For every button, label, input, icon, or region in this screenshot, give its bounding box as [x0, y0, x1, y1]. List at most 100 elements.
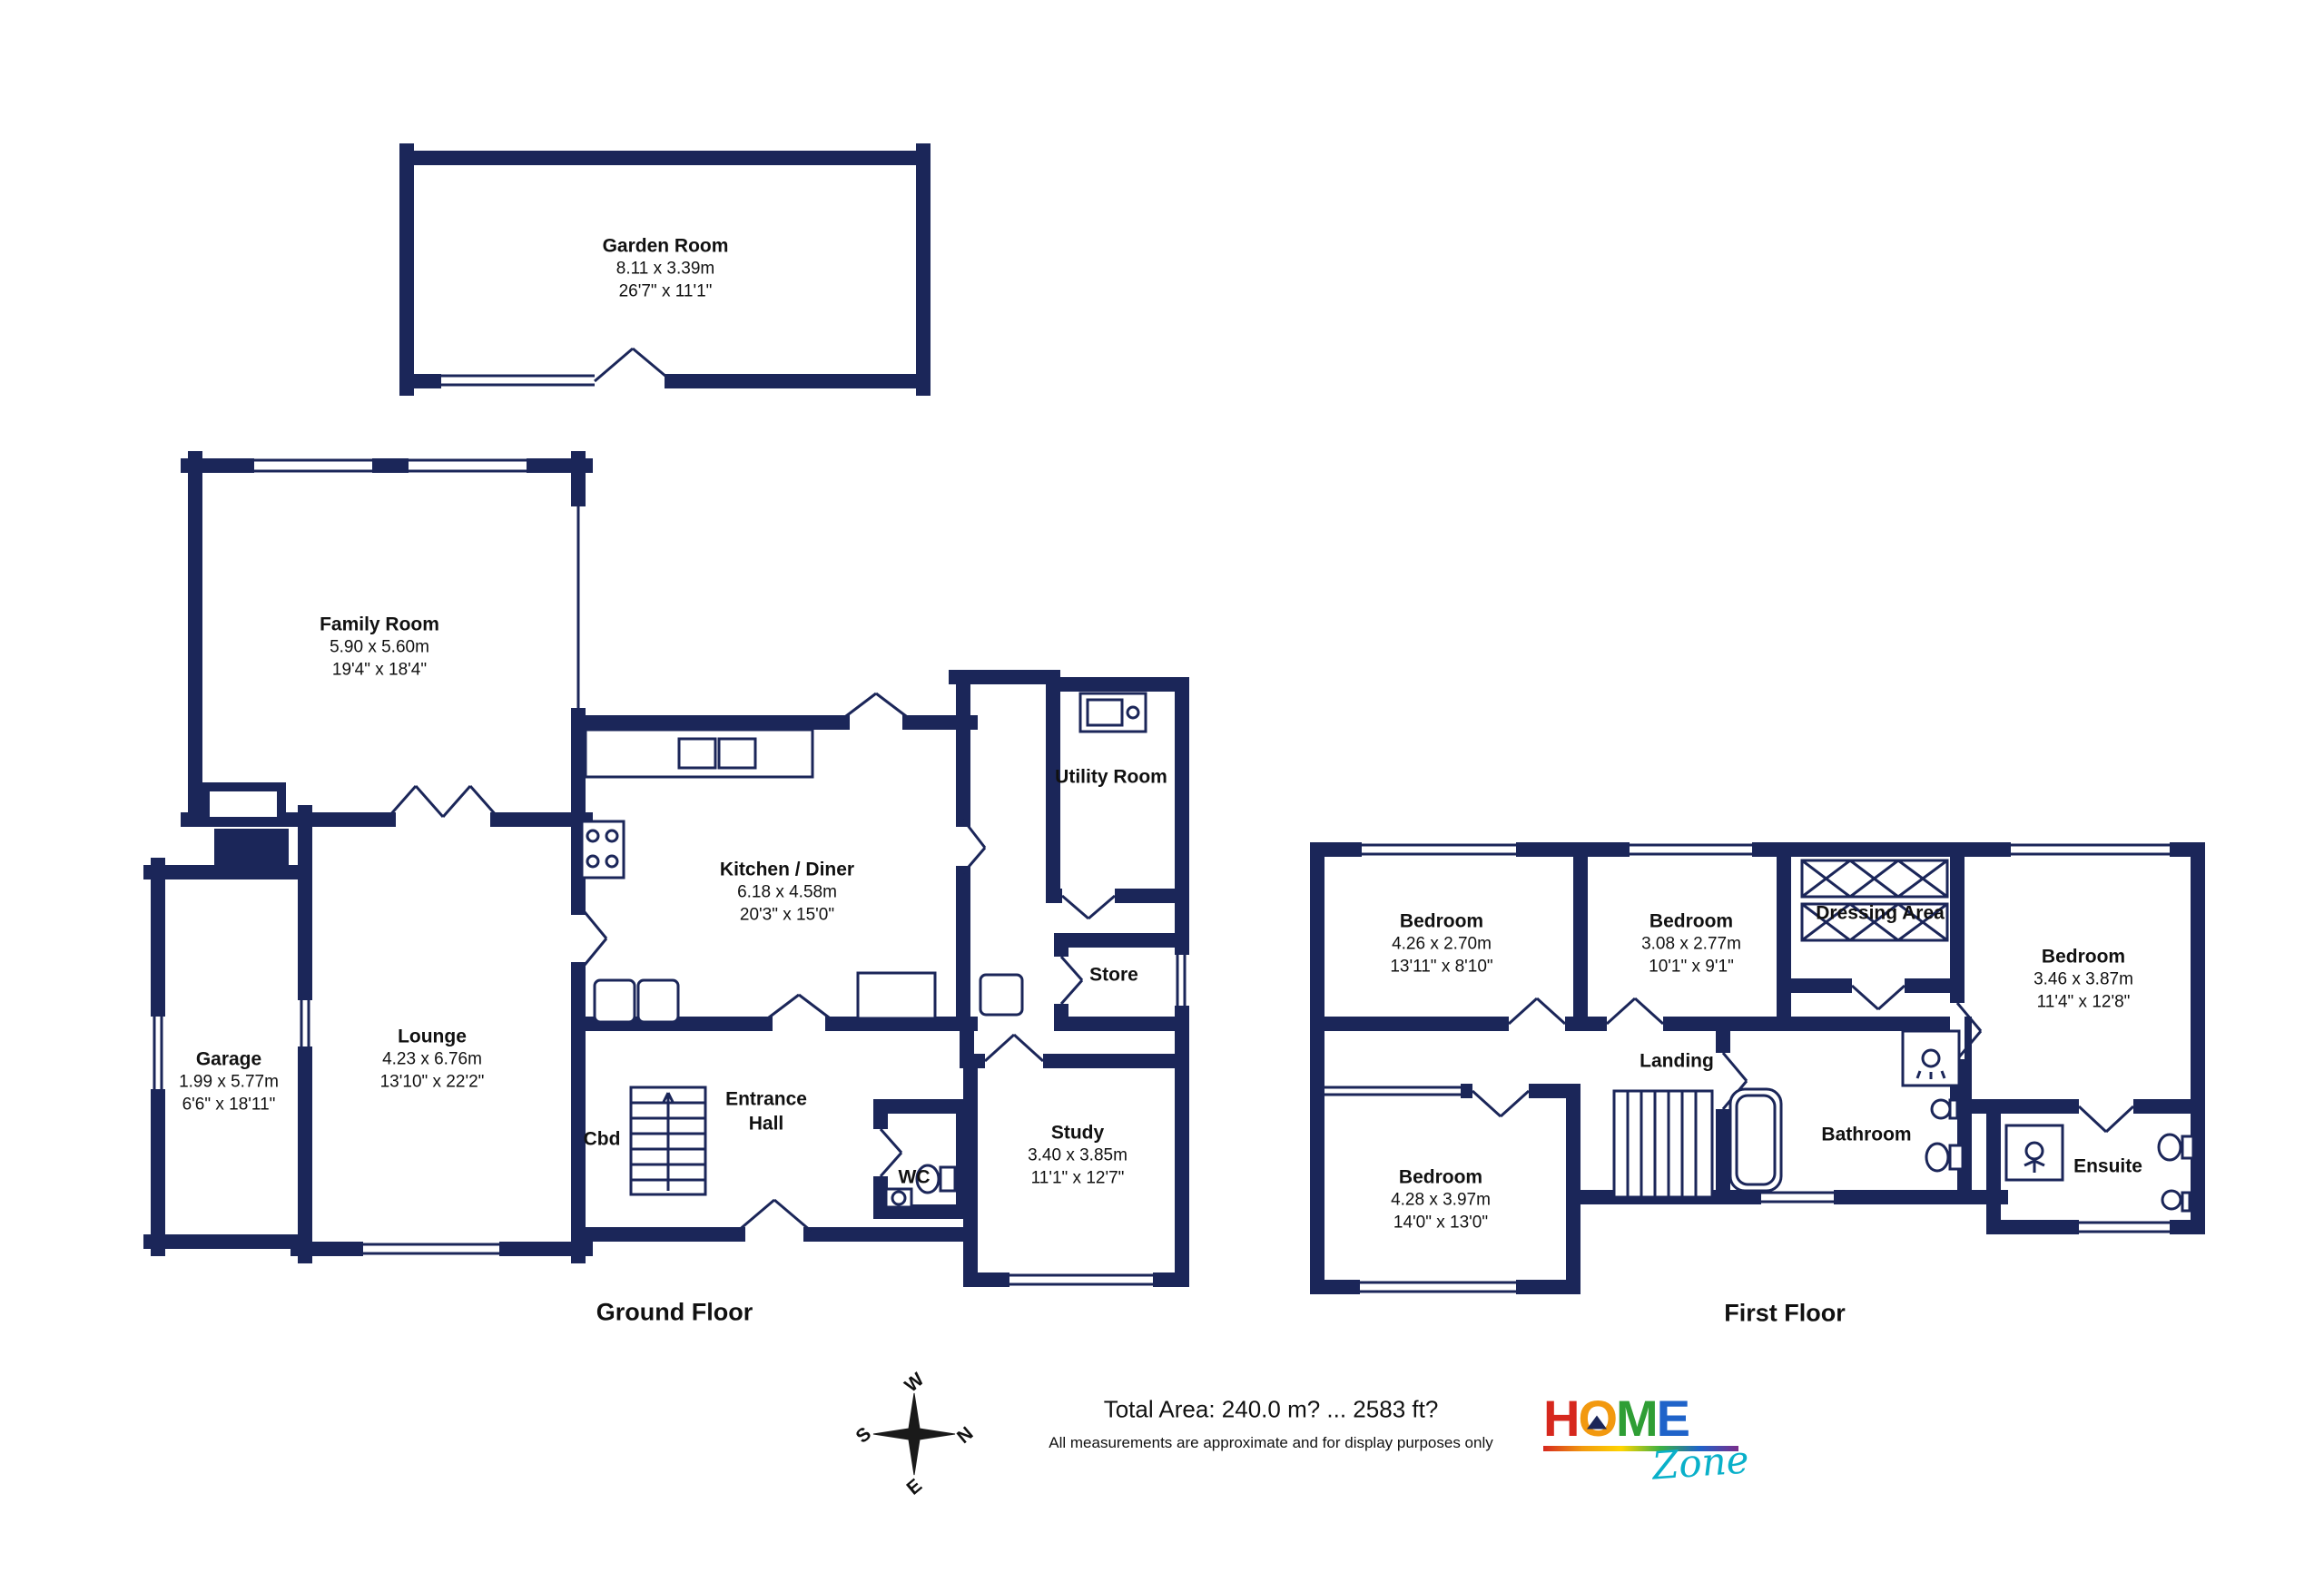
room-dim-imperial: 11'4" x 12'8": [2036, 992, 2131, 1012]
kitchen-sink-icon: [677, 737, 757, 770]
room-name: Garage: [195, 1048, 262, 1070]
room-name: WC: [898, 1166, 931, 1188]
logo-zone-word: Zone: [1650, 1437, 1750, 1489]
room-dim-metric: 5.90 x 5.60m: [330, 637, 429, 657]
room-name: Bedroom: [2041, 946, 2126, 968]
logo-letter-h: H: [1543, 1390, 1580, 1447]
bathroom-basin-icon: [1930, 1098, 1959, 1120]
room-dim-imperial: 20'3" x 15'0": [739, 905, 835, 925]
chimney-block: [214, 829, 289, 872]
upper-stairs-icon: [1612, 1089, 1714, 1199]
compass-n: N: [953, 1423, 977, 1448]
logo-letter-e: E: [1656, 1390, 1690, 1447]
logo-letter-o: O: [1578, 1393, 1618, 1444]
room-label-lounge: Lounge 4.23 x 6.76m 13'10" x 22'2": [380, 1025, 485, 1095]
room-name: Cbd: [583, 1128, 621, 1150]
room-dim-metric: 3.40 x 3.85m: [1028, 1145, 1128, 1165]
room-dim-metric: 1.99 x 5.77m: [179, 1072, 279, 1092]
room-label-study: Study 3.40 x 3.85m 11'1" x 12'7": [1028, 1121, 1128, 1191]
compass-e: E: [903, 1475, 927, 1499]
ground-floor-door-icons: [387, 692, 1116, 1233]
room-name: Bedroom: [1649, 910, 1734, 932]
sofa-icon: [593, 973, 1024, 1024]
disclaimer-text: All measurements are approximate and for…: [1049, 1434, 1493, 1451]
stairs-icon: [629, 1086, 707, 1196]
room-dim-imperial: 19'4" x 18'4": [331, 660, 428, 680]
compass-s: S: [852, 1423, 876, 1448]
room-label-ensuite: Ensuite: [2073, 1154, 2142, 1178]
room-name: Study: [1050, 1122, 1105, 1144]
room-dim-metric: 4.26 x 2.70m: [1392, 934, 1492, 954]
garden-room-window-icon: [434, 374, 595, 387]
dining-table-icon: [856, 971, 937, 1020]
compass-w: W: [901, 1369, 928, 1396]
room-label-utility-room: Utility Room: [1055, 764, 1167, 789]
room-name: Utility Room: [1055, 766, 1167, 788]
room-name: Ensuite: [2073, 1155, 2142, 1177]
room-label-cbd: Cbd: [584, 1126, 621, 1151]
bathroom-shower-icon: [1901, 1029, 1961, 1087]
room-dim-imperial: 26'7" x 11'1": [618, 281, 713, 301]
room-label-garage: Garage 1.99 x 5.77m 6'6" x 18'11": [179, 1047, 279, 1117]
room-dim-imperial: 14'0" x 13'0": [1393, 1213, 1489, 1233]
logo-rainbow-bar: [1543, 1446, 1738, 1451]
room-label-family-room: Family Room 5.90 x 5.60m 19'4" x 18'4": [320, 613, 439, 683]
ensuite-basin-icon: [2161, 1189, 2191, 1213]
room-dim-metric: 8.11 x 3.39m: [615, 259, 715, 279]
wc-basin-icon: [884, 1187, 913, 1209]
room-name: Family Room: [320, 614, 439, 635]
room-label-garden-room: Garden Room 8.11 x 3.39m 26'7" x 11'1": [603, 234, 729, 304]
first-floor-door-icons: [1471, 984, 2135, 1134]
bath-icon: [1728, 1087, 1783, 1193]
room-dim-metric: 3.08 x 2.77m: [1641, 934, 1741, 954]
room-name: Lounge: [398, 1026, 467, 1047]
room-name: Entrance Hall: [725, 1088, 807, 1135]
room-name: Kitchen / Diner: [719, 859, 855, 880]
room-label-store: Store: [1089, 962, 1138, 987]
room-label-landing: Landing: [1640, 1048, 1714, 1073]
room-dim-metric: 4.28 x 3.97m: [1391, 1190, 1491, 1210]
room-label-wc: WC: [899, 1164, 931, 1189]
wc-toilet-icon: [915, 1164, 957, 1194]
room-name: Bedroom: [1399, 910, 1484, 932]
room-name: Garden Room: [602, 235, 729, 257]
fireplace-icon: [201, 782, 286, 826]
room-dim-metric: 6.18 x 4.58m: [737, 882, 837, 902]
room-label-dressing-area: Dressing Area: [1816, 900, 1945, 925]
room-name: Dressing Area: [1816, 902, 1945, 924]
room-dim-imperial: 13'11" x 8'10": [1390, 957, 1493, 977]
first-floor-window-icons: [1324, 843, 2170, 1293]
room-label-kitchen-diner: Kitchen / Diner 6.18 x 4.58m 20'3" x 15'…: [720, 858, 854, 928]
garden-room-walls: [399, 143, 931, 396]
room-dim-imperial: 11'1" x 12'7": [1030, 1168, 1125, 1188]
room-label-bedroom-1: Bedroom 4.26 x 2.70m 13'11" x 8'10": [1390, 909, 1492, 979]
room-label-bedroom-4: Bedroom 4.28 x 3.97m 14'0" x 13'0": [1391, 1165, 1491, 1235]
first-floor-title: First Floor: [1724, 1299, 1846, 1327]
house-icon: [1587, 1415, 1608, 1430]
room-dim-imperial: 13'10" x 22'2": [379, 1072, 485, 1092]
room-name: Landing: [1640, 1050, 1714, 1072]
bathroom-toilet-icon: [1925, 1142, 1965, 1173]
room-dim-imperial: 6'6" x 18'11": [182, 1095, 276, 1115]
room-name: Store: [1089, 964, 1138, 986]
room-dim-metric: 3.46 x 3.87m: [2034, 969, 2133, 989]
utility-sink-icon: [1078, 692, 1147, 733]
total-area-text: Total Area: 240.0 m? ... 2583 ft?: [1103, 1395, 1439, 1423]
room-name: Bathroom: [1821, 1124, 1912, 1145]
room-dim-imperial: 10'1" x 9'1": [1649, 957, 1734, 977]
room-name: Bedroom: [1398, 1166, 1483, 1188]
logo-letter-m: M: [1616, 1390, 1659, 1447]
ground-floor-window-icons: [153, 458, 1187, 1286]
ensuite-toilet-icon: [2157, 1133, 2195, 1162]
compass-rose-icon: W N S E: [852, 1369, 978, 1499]
room-label-bathroom: Bathroom: [1821, 1122, 1911, 1146]
room-dim-metric: 4.23 x 6.76m: [382, 1049, 482, 1069]
hob-icon: [580, 820, 625, 879]
ensuite-shower-icon: [2004, 1124, 2064, 1182]
wardrobe-icon: [1800, 859, 1949, 942]
garden-room-door-icon: [594, 347, 673, 383]
